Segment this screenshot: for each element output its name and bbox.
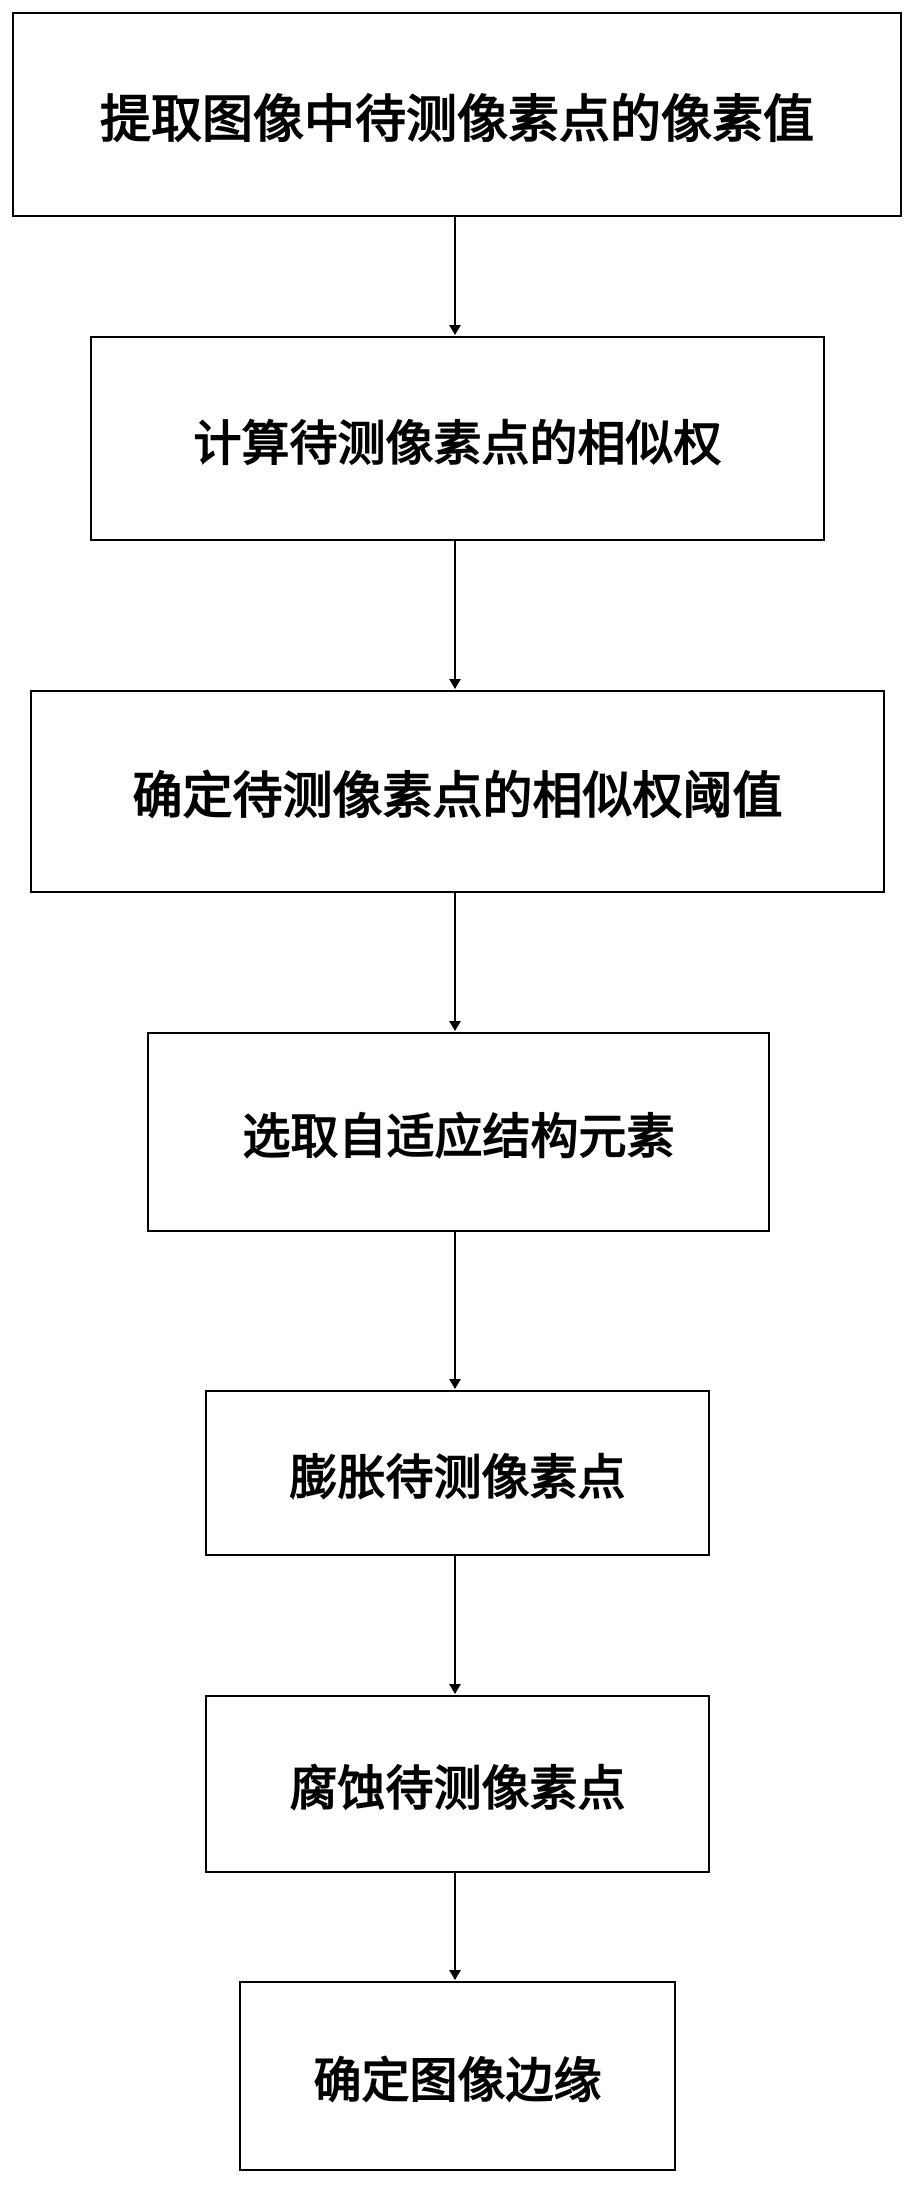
flowchart-step-dilate-pixel: 膨胀待测像素点 — [205, 1390, 710, 1556]
flowchart-step-erode-pixel: 腐蚀待测像素点 — [205, 1695, 710, 1873]
step-label: 膨胀待测像素点 — [289, 1450, 626, 1506]
flowchart-step-determine-image-edge: 确定图像边缘 — [239, 1981, 676, 2171]
flowchart-step-select-structuring-element: 选取自适应结构元素 — [147, 1032, 770, 1232]
step-label: 腐蚀待测像素点 — [289, 1761, 626, 1817]
step-label: 提取图像中待测像素点的像素值 — [99, 90, 814, 150]
flowchart-step-extract-pixel-values: 提取图像中待测像素点的像素值 — [12, 12, 902, 217]
flowchart-step-determine-weight-threshold: 确定待测像素点的相似权阈值 — [30, 690, 885, 893]
step-label: 确定图像边缘 — [313, 2053, 602, 2109]
step-label: 确定待测像素点的相似权阈值 — [132, 766, 783, 825]
step-label: 计算待测像素点的相似权 — [193, 415, 722, 472]
flowchart-step-compute-similarity-weight: 计算待测像素点的相似权 — [90, 336, 825, 541]
step-label: 选取自适应结构元素 — [242, 1109, 675, 1165]
